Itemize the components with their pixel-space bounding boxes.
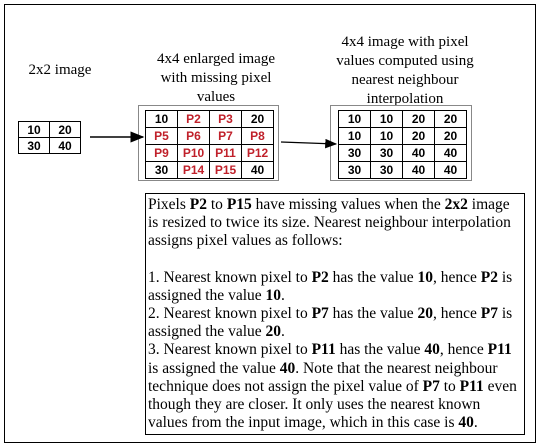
grid-cell: P9 — [145, 144, 178, 162]
grid-cell: P7 — [209, 127, 242, 145]
diagram-frame — [4, 4, 536, 443]
paragraph-gap — [148, 251, 523, 269]
grid-cell: 30 — [145, 161, 178, 179]
grid-cell: 30 — [370, 144, 403, 162]
grid-cell: 20 — [434, 127, 467, 145]
grid-cell: 10 — [370, 110, 403, 128]
explanation-intro: Pixels P2 to P15 have missing values whe… — [148, 196, 511, 250]
explanation-box: Pixels P2 to P15 have missing values whe… — [145, 193, 525, 435]
grid-cell: 40 — [241, 161, 274, 179]
grid-cell: 40 — [434, 161, 467, 179]
grid-cell: 20 — [402, 127, 435, 145]
grid-cell: 10 — [145, 110, 178, 128]
grid-cell: 40 — [49, 137, 81, 154]
caption-computed-image: 4x4 image with pixel values computed usi… — [336, 34, 474, 107]
caption-small-image: 2x2 image — [28, 62, 92, 78]
caption-enlarged-image: 4x4 enlarged image with missing pixel va… — [156, 51, 275, 105]
grid-cell: P15 — [209, 161, 242, 179]
grid-cell: P10 — [177, 144, 210, 162]
explanation-item-3: 3. Nearest known pixel to P11 has the va… — [148, 341, 517, 432]
explanation-item-2: 2. Nearest known pixel to P7 has the val… — [148, 305, 513, 341]
arrow-to-computed — [280, 138, 338, 149]
grid-cell: P5 — [145, 127, 178, 145]
explanation-item-1: 1. Nearest known pixel to P2 has the val… — [148, 268, 513, 304]
grid-cell: 20 — [241, 110, 274, 128]
grid-cell: 10 — [338, 127, 371, 145]
grid-cell: P14 — [177, 161, 210, 179]
grid-cell: 40 — [402, 161, 435, 179]
grid-cell: P11 — [209, 144, 242, 162]
